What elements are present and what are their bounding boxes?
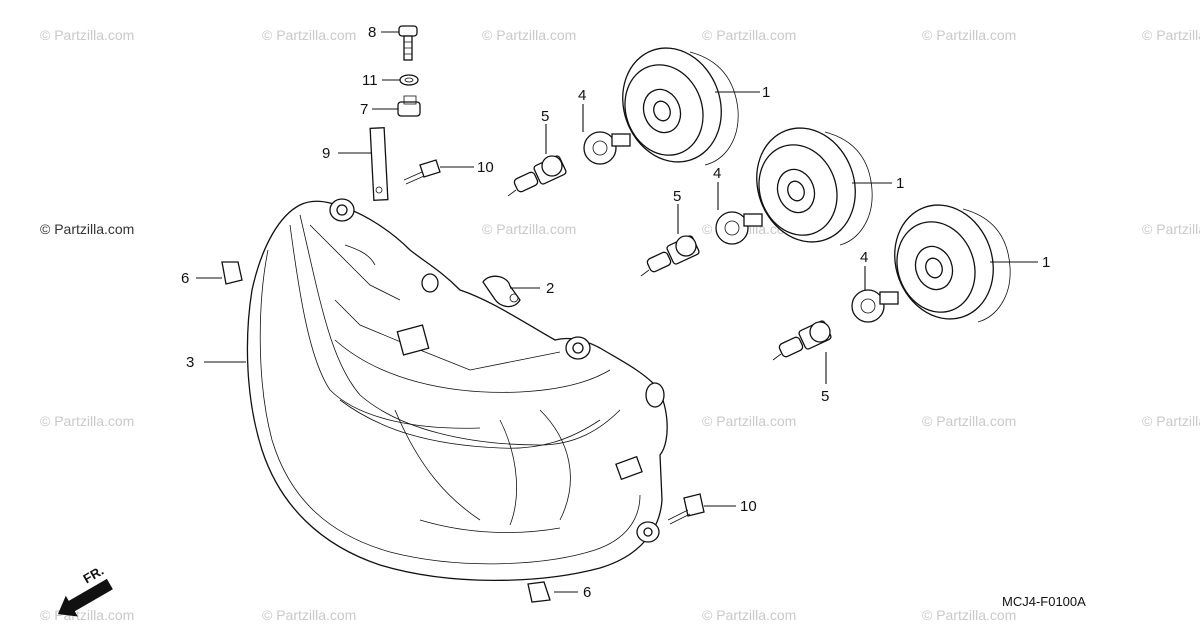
callout-10: 10 [740,498,757,515]
callout-3: 3 [186,354,194,371]
callout-1: 1 [896,175,904,192]
callout-4: 4 [713,165,721,182]
bulb-socket-2[interactable] [715,211,763,245]
watermark: © Partzilla.com [702,27,796,43]
callout-6: 6 [583,584,591,601]
screw-10-upper[interactable] [403,159,441,185]
watermark: © Partzilla.com [922,413,1016,429]
watermark: © Partzilla.com [922,607,1016,623]
watermark: © Partzilla.com [40,221,134,237]
watermark: © Partzilla.com [262,27,356,43]
bulb-3[interactable] [772,320,832,361]
diagram-code: MCJ4-F0100A [1002,594,1086,609]
grommet-2[interactable] [482,275,521,308]
callout-5: 5 [673,188,681,205]
socket-cover-3[interactable] [879,191,1011,333]
callout-5: 5 [541,108,549,125]
grommet-7[interactable] [397,95,421,117]
callout-11: 11 [362,72,378,89]
callout-7: 7 [360,101,368,118]
callout-1: 1 [762,84,770,101]
bulb-2[interactable] [640,235,700,277]
clip-6-upper[interactable] [221,261,243,285]
watermark: © Partzilla.com [1142,27,1200,43]
callout-labels: 1 1 1 2 3 4 4 4 5 5 5 6 6 7 8 9 10 10 11 [181,24,1050,601]
stay-9[interactable] [369,126,389,202]
watermark: © Partzilla.com [702,607,796,623]
callout-9: 9 [322,145,330,162]
callout-4: 4 [860,249,868,266]
watermark: © Partzilla.com [40,27,134,43]
front-arrow-icon [57,578,113,617]
washer-11[interactable] [399,74,419,86]
headlight-housing[interactable] [246,198,668,582]
clip-6-lower[interactable] [527,581,551,603]
callout-8: 8 [368,24,376,41]
screw-10-lower[interactable] [667,493,705,525]
watermark: © Partzilla.com [1142,413,1200,429]
watermark: © Partzilla.com [262,607,356,623]
bolt-8[interactable] [398,25,418,61]
callout-6: 6 [181,270,189,287]
watermark: © Partzilla.com [922,27,1016,43]
leader-lines [196,31,1038,593]
bulb-1[interactable] [507,155,567,197]
socket-cover-2[interactable] [741,114,873,256]
watermark: © Partzilla.com [1142,221,1200,237]
bulb-socket-3[interactable] [851,289,899,323]
socket-cover-1[interactable] [607,34,739,176]
watermark: © Partzilla.com [40,607,134,623]
callout-1: 1 [1042,254,1050,271]
watermark: © Partzilla.com [40,413,134,429]
callout-2: 2 [546,280,554,297]
watermark: © Partzilla.com [702,413,796,429]
callout-10: 10 [477,159,494,176]
bulb-socket-1[interactable] [583,131,631,165]
callout-5: 5 [821,388,829,405]
watermark: © Partzilla.com [482,27,576,43]
watermark: © Partzilla.com [482,221,576,237]
callout-4: 4 [578,87,586,104]
